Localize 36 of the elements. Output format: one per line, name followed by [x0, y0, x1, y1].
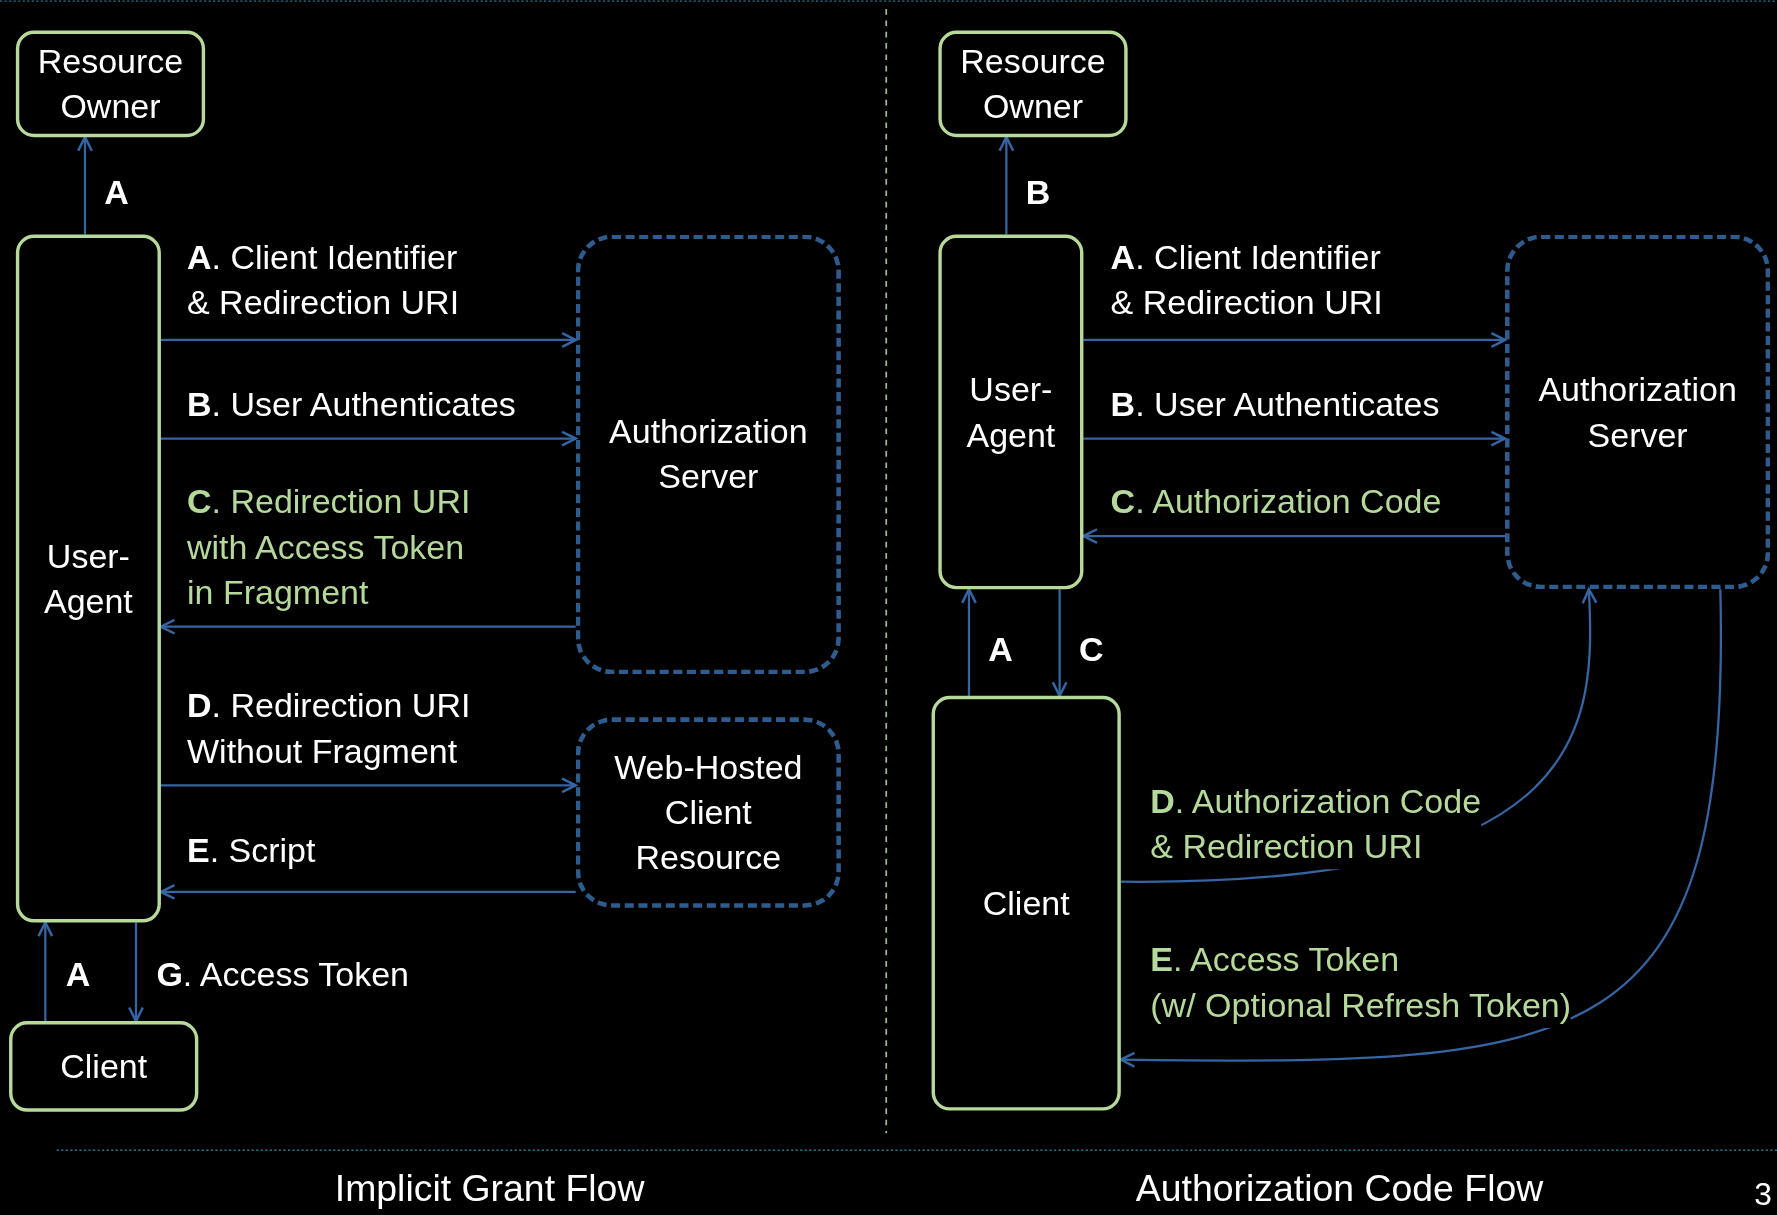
arrow: [159, 883, 576, 900]
rounded-box: [15, 30, 206, 138]
arrow: [1051, 589, 1068, 698]
arrow: [160, 331, 577, 349]
arrow: [159, 618, 576, 635]
node-label: Authorization Server: [1538, 369, 1737, 455]
node-label: Web-Hosted Client Resource: [613, 746, 804, 879]
arrow: [1119, 589, 1722, 1068]
rounded-box: [938, 234, 1084, 590]
arrow: [160, 777, 577, 794]
dashed-box: [575, 717, 841, 908]
node-label: Resource Owner: [959, 40, 1107, 127]
arrow: [1082, 528, 1505, 545]
rounded-box: [15, 234, 161, 923]
arrow: [76, 135, 94, 235]
node-label: Authorization Server: [609, 411, 808, 498]
dashed-box: [1505, 234, 1771, 590]
arrow: [1083, 331, 1507, 349]
node-label: Client: [60, 1046, 148, 1087]
rounded-box: [938, 30, 1128, 138]
rounded-box: [9, 1021, 199, 1112]
node-label: Resource Owner: [36, 40, 185, 127]
node-label: User-Agent: [965, 369, 1057, 456]
rounded-box: [931, 695, 1121, 1111]
arrow: [1083, 430, 1507, 447]
arrow: [160, 430, 577, 447]
arrow: [998, 135, 1015, 235]
arrow: [960, 588, 977, 696]
panel-caption: Implicit Grant Flow: [334, 1167, 645, 1211]
panel-caption: Authorization Code Flow: [1135, 1167, 1544, 1211]
dashed-box: [575, 234, 841, 675]
node-label: User-Agent: [42, 535, 134, 622]
page-number: 3: [1754, 1176, 1772, 1213]
arrow: [127, 922, 145, 1023]
arrow: [37, 921, 54, 1022]
node-label: Client: [982, 882, 1070, 924]
